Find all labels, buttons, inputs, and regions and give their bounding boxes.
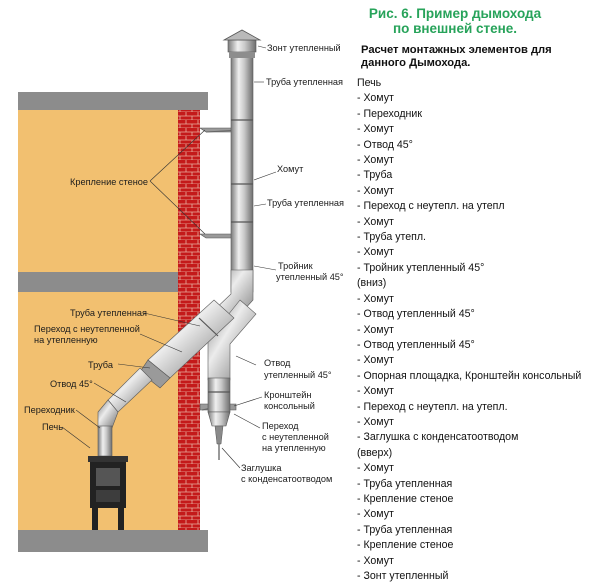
parts-list-item: - Тройник утепленный 45°: [357, 261, 485, 274]
parts-list-item: - Хомут: [357, 292, 394, 305]
leader-lines: [61, 45, 277, 469]
parts-list-item: - Хомут: [357, 246, 394, 259]
label-umbrella: Зонт утепленный: [267, 43, 341, 53]
parts-list: Печь - Хомут - Переходник - Хомут - Отвод 45…: [357, 76, 581, 584]
diagram-labels: Зонт утепленный Труба утепленная Креплен…: [24, 43, 344, 484]
label-elbow: Отвод 45°: [50, 379, 93, 389]
umbrella-cap: [222, 29, 262, 41]
label-pipe-left: Труба утепленная: [70, 308, 147, 318]
parts-list-item: - Переходник: [357, 107, 422, 120]
parts-list-item: - Хомут: [357, 215, 394, 228]
parts-list-item: - Зонт утепленный: [357, 570, 449, 582]
label-transition-right-1: Переход: [262, 421, 299, 431]
parts-list-item: - Труба утепленная: [357, 523, 453, 536]
lower-vertical: [207, 377, 231, 413]
tee-and-elbows: [207, 269, 257, 460]
label-plain-pipe: Труба: [88, 360, 114, 370]
parts-list-item: - Хомут: [357, 385, 394, 398]
label-clamp: Хомут: [277, 164, 304, 174]
parts-list-item: - Хомут: [357, 92, 394, 105]
parts-list-item: - Хомут: [357, 154, 394, 167]
label-adapter: Переходник: [24, 405, 76, 415]
label-transition-right-2: с неутепленной: [262, 432, 329, 442]
label-stove: Печь: [42, 422, 63, 432]
parts-list-item: - Хомут: [357, 323, 394, 336]
chimney-diagram: Зонт утепленный Труба утепленная Креплен…: [18, 29, 344, 552]
label-wall-mount: Крепление стеное: [70, 177, 148, 187]
parts-list-item: - Переход с неутепл. на утепл: [357, 200, 505, 213]
parts-list-item: - Труба: [357, 169, 393, 182]
floor-slab: [18, 272, 178, 292]
parts-list-item: (вверх): [357, 446, 393, 459]
parts-list-item: - Переход с неутепл. на утепл.: [357, 400, 508, 413]
parts-list-item: - Отвод 45°: [357, 138, 413, 151]
brick-wall: [178, 110, 200, 530]
parts-list-item: - Хомут: [357, 462, 394, 475]
label-elbow-right-2: утепленный 45°: [264, 370, 332, 380]
figure-title: Рис. 6. Пример дымохода по внешней стене…: [360, 6, 550, 36]
ground-slab: [18, 530, 208, 552]
label-bracket-1: Кронштейн: [264, 390, 311, 400]
calc-heading: Расчет монтажных элементов для данного Д…: [361, 44, 601, 70]
transition-piece: [139, 359, 171, 389]
parts-list-item: - Заглушка с конденсатоотводом: [357, 431, 519, 444]
label-bracket-2: консольный: [264, 401, 315, 411]
diagonal-pipe: [97, 299, 235, 457]
calc-heading-line1: Расчет монтажных элементов для: [361, 44, 552, 56]
parts-list-item: Печь: [357, 77, 382, 89]
parts-list-item: (вниз): [357, 277, 387, 290]
label-tee-2: утепленный 45°: [276, 272, 344, 282]
parts-list-item: - Хомут: [357, 123, 394, 136]
figure-title-line1: Рис. 6. Пример дымохода: [368, 6, 542, 21]
label-condensate-1: Заглушка: [241, 463, 282, 473]
parts-list-item: - Отвод утепленный 45°: [357, 338, 475, 351]
condensate-cap: [207, 411, 231, 427]
label-pipe-top: Труба утепленная: [266, 77, 343, 87]
label-tee-1: Тройник: [278, 261, 314, 271]
upper-room: [18, 110, 178, 272]
label-condensate-2: с конденсатоотводом: [241, 474, 332, 484]
building: [18, 92, 208, 552]
label-pipe-mid: Труба утепленная: [267, 198, 344, 208]
parts-list-item: - Хомут: [357, 508, 394, 521]
parts-list-item: - Отвод утепленный 45°: [357, 308, 475, 321]
parts-list-item: - Крепление стеное: [357, 492, 454, 505]
parts-list-item: - Труба утепленная: [357, 477, 453, 490]
label-elbow-right-1: Отвод: [264, 358, 291, 368]
figure-title-line2: по внешней стене.: [392, 21, 518, 36]
parts-list-item: - Труба утепл.: [357, 231, 426, 244]
parts-list-item: - Хомут: [357, 415, 394, 428]
parts-list-item: - Опорная площадка, Кронштейн консольный: [357, 369, 582, 382]
main-riser: [222, 29, 262, 293]
ceiling-slab: [18, 92, 208, 110]
parts-list-item: - Крепление стеное: [357, 539, 454, 552]
label-transition-left-2: на утепленную: [34, 335, 98, 345]
parts-list-item: - Хомут: [357, 184, 394, 197]
parts-list-item: - Хомут: [357, 554, 394, 567]
parts-list-item: - Хомут: [357, 354, 394, 367]
adapter: [97, 425, 113, 457]
label-transition-left-1: Переход с неутепленной: [34, 324, 140, 334]
calc-heading-line2: данного Дымохода.: [361, 57, 471, 69]
label-transition-right-3: на утепленную: [262, 443, 326, 453]
stove: [88, 456, 128, 530]
